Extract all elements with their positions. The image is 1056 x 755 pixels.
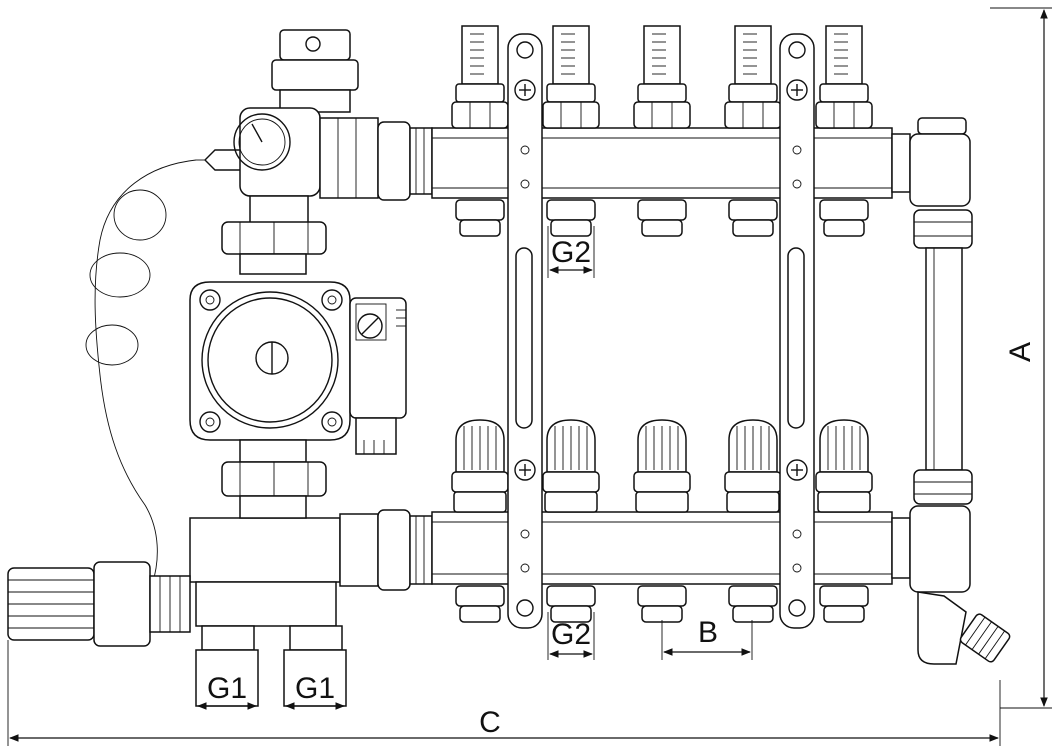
dim-g1-right-label: G1 — [295, 672, 335, 705]
outlet-2 — [542, 25, 600, 623]
outlet-5 — [815, 25, 873, 623]
outlet-1 — [451, 25, 509, 623]
pump-lower-neck — [239, 439, 307, 463]
mixing-valve-body — [189, 495, 433, 627]
upper-tee-connector — [319, 117, 433, 201]
g1-spigot-right — [283, 625, 347, 707]
pump-control-box — [349, 297, 407, 455]
capillary-coil-2 — [85, 324, 139, 366]
dim-b-label: B — [698, 616, 718, 649]
dim-g2-top-label: G2 — [551, 236, 591, 269]
upper-union-nut — [221, 221, 327, 255]
upper-manifold-bar — [431, 127, 911, 199]
outlet-3 — [633, 25, 691, 623]
thermostatic-head — [7, 561, 191, 647]
capillary-coil-3 — [113, 189, 167, 241]
thermometer-gauge — [196, 107, 321, 197]
dim-c-label: C — [479, 706, 501, 739]
dim-a-label: A — [1004, 342, 1037, 362]
dim-g2-bottom-label: G2 — [551, 618, 591, 651]
capillary-coil-1 — [89, 252, 151, 298]
bracket-left — [507, 33, 543, 629]
lower-manifold-bar — [431, 511, 911, 585]
dim-g1-left-label: G1 — [207, 672, 247, 705]
circulation-pump — [189, 281, 351, 441]
capillary-tube — [94, 159, 197, 586]
pump-upper-neck — [239, 253, 307, 275]
bracket-right — [779, 33, 815, 629]
lower-union-nut — [221, 461, 327, 497]
outlet-4 — [724, 25, 782, 623]
bypass-assembly — [909, 117, 1011, 665]
air-vent — [271, 29, 359, 113]
